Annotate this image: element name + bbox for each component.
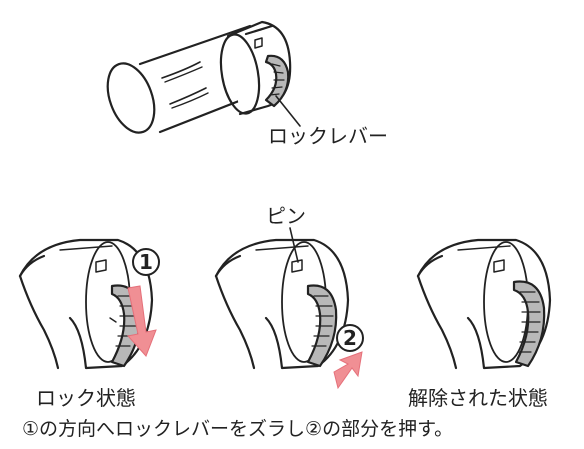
pin-label: ピン: [266, 204, 306, 228]
released-state-illustration: [416, 238, 552, 370]
released-state-label: 解除された状態: [408, 386, 548, 410]
lock-lever-label: ロックレバー: [268, 124, 388, 148]
lens-cylinder-illustration: [106, 20, 301, 134]
direction-arrow-1: [127, 285, 157, 357]
locked-state-label: ロック状態: [36, 386, 136, 410]
push-state-illustration: [214, 227, 350, 370]
svg-text:2: 2: [343, 326, 357, 350]
svg-text:1: 1: [139, 250, 153, 274]
push-arrow-2: [333, 351, 363, 390]
step-marker-1: 1: [132, 248, 160, 276]
step-marker-2: 2: [336, 324, 364, 352]
instruction-text: ①の方向へロックレバーをズラし②の部分を押す。: [22, 418, 454, 440]
